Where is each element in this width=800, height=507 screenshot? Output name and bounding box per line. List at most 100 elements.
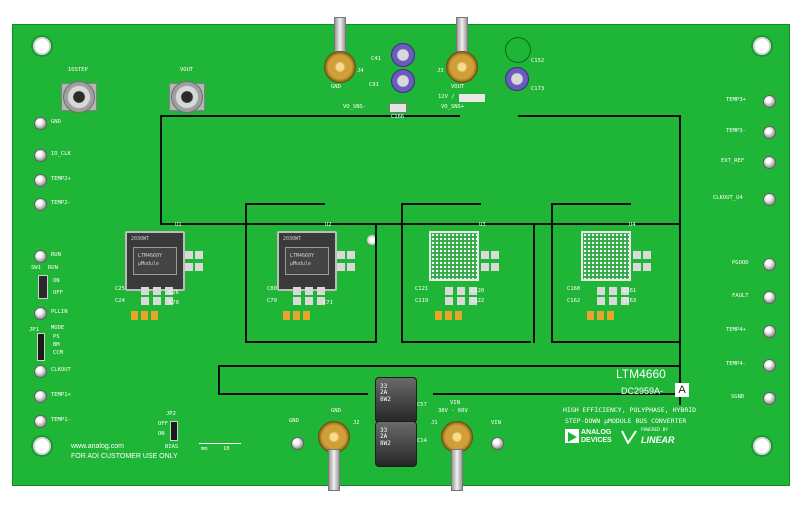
- module-ref: U3: [479, 222, 486, 228]
- capacitor-ref: C119: [415, 298, 429, 304]
- gold-pad: [455, 311, 462, 320]
- smd-pad: [491, 263, 499, 271]
- module-ref: U2: [325, 222, 332, 228]
- testpoint-temp2-plus[interactable]: [34, 174, 47, 187]
- trace-line: [160, 223, 680, 225]
- gold-pad: [131, 311, 138, 320]
- mode-jumper[interactable]: [37, 333, 45, 361]
- testpoint-run[interactable]: [34, 250, 47, 263]
- testpoint-clkout[interactable]: [34, 365, 47, 378]
- binding-post-gnd-top[interactable]: [324, 51, 356, 83]
- switch-ref: SW1: [31, 265, 41, 271]
- capacitor-footprint-c152: [505, 37, 531, 63]
- smd-pad: [185, 263, 193, 271]
- capacitor-ref: C122: [471, 298, 485, 304]
- testpoint-temp1-plus[interactable]: [34, 390, 47, 403]
- switch-off: OFF: [53, 290, 63, 296]
- description-line1: HIGH EFFICIENCY, POLYPHASE, HYBRID: [563, 406, 697, 414]
- jumper-ref: JP2: [166, 411, 176, 417]
- testpoint-temp1-minus[interactable]: [34, 415, 47, 428]
- connector-label: GND: [289, 418, 299, 424]
- connector-label: VOUT: [451, 84, 465, 90]
- testpoint-label: IO_CLK: [51, 151, 71, 157]
- gold-pad: [597, 311, 604, 320]
- testpoint-fault[interactable]: [763, 291, 776, 304]
- ruler-scale: [199, 443, 241, 444]
- smd-pad: [195, 251, 203, 259]
- trace-line: [375, 225, 377, 343]
- smd-pad: [185, 251, 193, 259]
- testpoint-ext-ref[interactable]: [763, 156, 776, 169]
- description-line2: STEP-DOWN µMODULE BUS CONVERTER: [565, 417, 687, 425]
- connector-label: VIN: [450, 400, 460, 406]
- mode-label: MODE: [51, 325, 65, 331]
- testpoint-clkout-u4[interactable]: [763, 193, 776, 206]
- testpoint-temp3-minus[interactable]: [763, 126, 776, 139]
- connector-label: VIN: [491, 420, 501, 426]
- trace-line: [679, 115, 681, 405]
- module-u2: 2030WT LTM4660Y µModule: [277, 231, 337, 291]
- trace-line: [218, 365, 220, 395]
- smd-pad: [469, 287, 477, 295]
- smd-pad: [643, 251, 651, 259]
- smd-pad: [457, 287, 465, 295]
- testpoint-vin[interactable]: [491, 437, 504, 450]
- bias-jumper[interactable]: [170, 421, 178, 441]
- bnc-connector-vout[interactable]: [171, 81, 203, 113]
- trace-line: [160, 115, 460, 117]
- capacitor-c41: [391, 43, 415, 67]
- smd-pad: [153, 297, 161, 305]
- smd-pad: [305, 297, 313, 305]
- gold-pad: [445, 311, 452, 320]
- testpoint-pgood[interactable]: [763, 258, 776, 271]
- smd-pad: [633, 263, 641, 271]
- module-body: LTM4660Y µModule: [133, 247, 177, 275]
- ruler-unit: mm: [201, 446, 208, 452]
- customer-use-text: FOR ADI CUSTOMER USE ONLY: [71, 453, 178, 460]
- capacitor-ref: C80: [267, 286, 277, 292]
- terminal-lug: [328, 449, 340, 491]
- trace-line: [551, 203, 631, 205]
- bnc-label: IOSTEP: [68, 67, 88, 73]
- trace-line: [245, 341, 375, 343]
- testpoint-temp3-plus[interactable]: [763, 95, 776, 108]
- testpoint-label: TEMP1+: [51, 392, 71, 398]
- testpoint-io-clk[interactable]: [34, 149, 47, 162]
- run-switch[interactable]: [38, 275, 48, 299]
- capacitor-ref: C163: [623, 298, 637, 304]
- testpoint-temp2-minus[interactable]: [34, 198, 47, 211]
- testpoint-label: TEMP2+: [51, 176, 71, 182]
- binding-post-vin-bottom[interactable]: [441, 421, 473, 453]
- gold-pad: [293, 311, 300, 320]
- module-footprint-u4: [581, 231, 631, 281]
- testpoint-label: EXT_REF: [721, 158, 745, 164]
- smd-pad: [337, 251, 345, 259]
- capacitor-ref: C26: [169, 290, 179, 296]
- capacitor-ref: C41: [371, 56, 381, 62]
- trace-line: [518, 115, 681, 117]
- mounting-hole: [33, 37, 51, 55]
- testpoint-label: CLKOUT: [51, 367, 71, 373]
- capacitor-ref: C24: [115, 298, 125, 304]
- jumper-off: OFF: [158, 421, 168, 427]
- connector-label: GND: [331, 408, 341, 414]
- testpoint-label: TEMP3+: [726, 97, 746, 103]
- testpoint-temp4-plus[interactable]: [763, 325, 776, 338]
- mode-option: CCM: [53, 350, 63, 356]
- connector-ref: J2: [353, 420, 360, 426]
- voltage-label: 12V /: [438, 94, 455, 100]
- bnc-connector-iostep[interactable]: [63, 81, 95, 113]
- smd-pad: [317, 287, 325, 295]
- testpoint-gnd[interactable]: [34, 117, 47, 130]
- trace-line: [218, 365, 680, 367]
- smd-pad: [491, 251, 499, 259]
- testpoint-pllin[interactable]: [34, 307, 47, 320]
- module-marking: µModule: [290, 261, 312, 267]
- testpoint-sgnd[interactable]: [763, 392, 776, 405]
- testpoint-temp4-minus[interactable]: [763, 359, 776, 372]
- capacitor-ref: C91: [369, 82, 379, 88]
- smd-pad: [621, 287, 629, 295]
- adi-logo-icon: [565, 429, 579, 443]
- testpoint-gnd-bottom[interactable]: [291, 437, 304, 450]
- binding-post-vout-top[interactable]: [446, 51, 478, 83]
